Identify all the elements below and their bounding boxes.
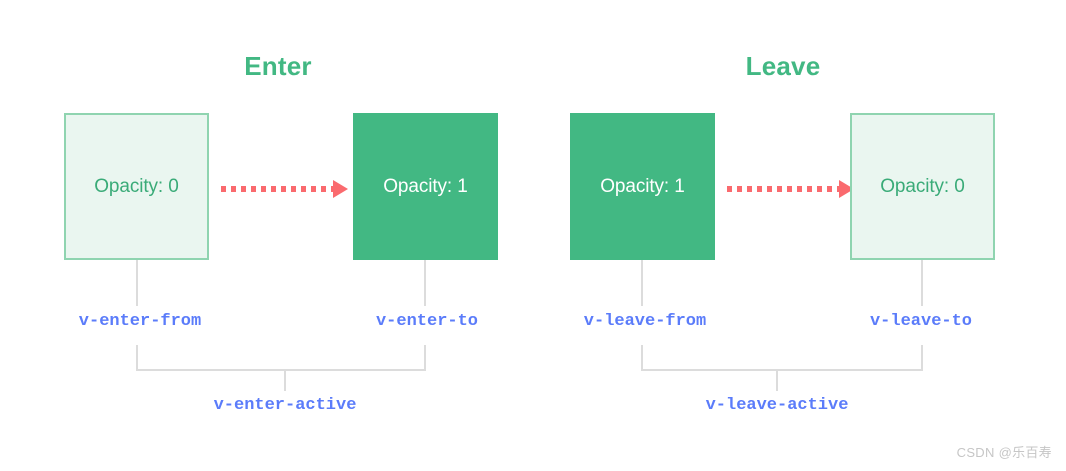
- box-v-enter-to: Opacity: 1: [353, 113, 498, 260]
- bracket-drop-leave: [776, 369, 778, 391]
- class-label-v-enter-active: v-enter-active: [213, 396, 357, 415]
- bracket-arm-right-enter: [424, 345, 426, 371]
- bracket-span-leave: [641, 369, 923, 371]
- box-v-leave-to: Opacity: 0: [850, 113, 995, 260]
- bracket-span-enter: [136, 369, 426, 371]
- watermark: CSDN @乐百寿: [956, 445, 1052, 460]
- bracket-arm-left-enter: [136, 345, 138, 371]
- connector-stub-leave-from: [641, 260, 643, 306]
- bracket-arm-left-leave: [641, 345, 643, 371]
- box-label-opacity: Opacity: 0: [880, 175, 965, 197]
- box-v-leave-from: Opacity: 1: [570, 113, 715, 260]
- class-label-v-enter-from: v-enter-from: [78, 312, 202, 331]
- bracket-drop-enter: [284, 369, 286, 391]
- transition-arrow-enter: [221, 180, 351, 198]
- class-label-v-leave-from: v-leave-from: [583, 312, 707, 331]
- transition-arrow-leave: [727, 180, 857, 198]
- arrow-dots-icon: [221, 186, 333, 192]
- connector-stub-enter-from: [136, 260, 138, 306]
- class-label-v-leave-active: v-leave-active: [705, 396, 849, 415]
- class-label-v-leave-to: v-leave-to: [869, 312, 973, 331]
- box-label-opacity: Opacity: 1: [383, 175, 468, 197]
- connector-stub-leave-to: [921, 260, 923, 306]
- box-label-opacity: Opacity: 0: [94, 175, 179, 197]
- box-label-opacity: Opacity: 1: [600, 175, 685, 197]
- bracket-arm-right-leave: [921, 345, 923, 371]
- section-title-enter: Enter: [244, 51, 312, 81]
- arrow-dots-icon: [727, 186, 839, 192]
- section-title-leave: Leave: [745, 51, 821, 81]
- connector-stub-enter-to: [424, 260, 426, 306]
- class-label-v-enter-to: v-enter-to: [375, 312, 479, 331]
- box-v-enter-from: Opacity: 0: [64, 113, 209, 260]
- arrow-head-icon: [333, 180, 348, 198]
